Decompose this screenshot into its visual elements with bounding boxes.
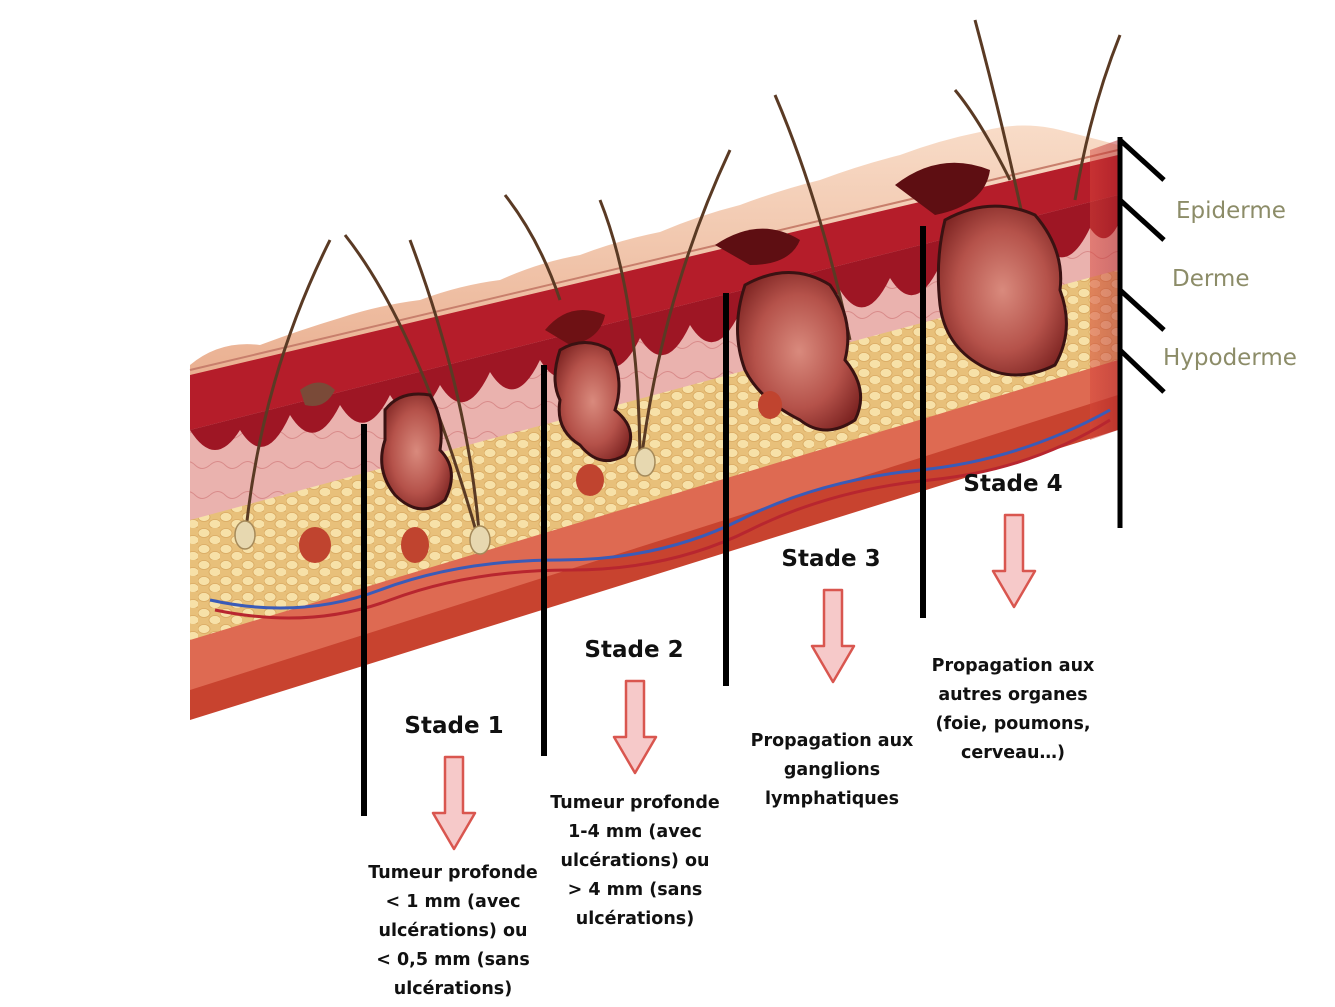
stage-description-line: < 0,5 mm (sans <box>353 946 553 975</box>
stage-description-line: Propagation aux <box>732 727 932 756</box>
stage-description-line: ulcérations) <box>353 975 553 1004</box>
stage-description-line: lymphatiques <box>732 785 932 814</box>
layer-bracket <box>1120 137 1164 528</box>
stage-description-line: ulcérations) <box>535 905 735 934</box>
stage-description-line: ganglions <box>732 756 932 785</box>
stage-description-line: cerveau…) <box>913 739 1113 768</box>
stage-description-line: Tumeur profonde <box>353 859 553 888</box>
stage-description-3: Propagation aux ganglions lymphatiques <box>732 727 932 814</box>
stage-title-3: Stade 3 <box>771 546 891 572</box>
stage-description-1: Tumeur profonde < 1 mm (avec ulcérations… <box>353 859 553 1004</box>
stage-description-line: Tumeur profonde <box>535 789 735 818</box>
down-arrow-icon <box>431 755 477 851</box>
stage-description-2: Tumeur profonde 1-4 mm (avec ulcérations… <box>535 789 735 934</box>
stage-description-line: ulcérations) ou <box>535 847 735 876</box>
layer-label-epiderme: Epiderme <box>1176 198 1286 224</box>
stage-description-line: autres organes <box>913 681 1113 710</box>
down-arrow-icon <box>810 588 856 684</box>
down-arrow-icon <box>612 679 658 775</box>
layer-label-hypoderme: Hypoderme <box>1163 345 1297 371</box>
stage-description-4: Propagation aux autres organes (foie, po… <box>913 652 1113 768</box>
stage-description-line: < 1 mm (avec <box>353 888 553 917</box>
stage-description-line: (foie, poumons, <box>913 710 1113 739</box>
skin-side-face <box>1090 140 1118 440</box>
stage-description-line: Propagation aux <box>913 652 1113 681</box>
layer-label-derme: Derme <box>1172 266 1249 292</box>
stage-title-2: Stade 2 <box>574 637 694 663</box>
down-arrow-icon <box>991 513 1037 609</box>
stage-title-1: Stade 1 <box>394 713 514 739</box>
stage-description-line: > 4 mm (sans <box>535 876 735 905</box>
stage-description-line: ulcérations) ou <box>353 917 553 946</box>
stage-title-4: Stade 4 <box>953 471 1073 497</box>
stage-description-line: 1-4 mm (avec <box>535 818 735 847</box>
